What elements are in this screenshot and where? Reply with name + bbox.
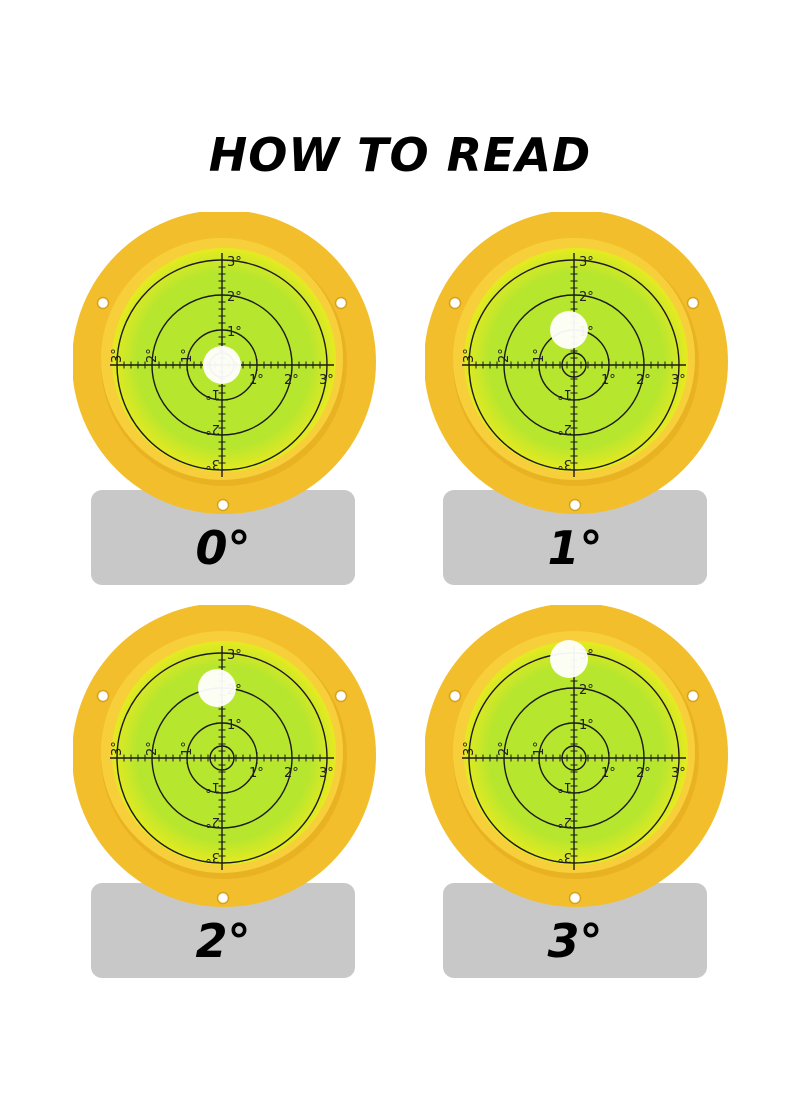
scale-label-left: 2°: [145, 348, 160, 363]
scale-label-left: 1°: [532, 348, 547, 363]
mounting-hole: [216, 498, 230, 512]
scale-label-top: 3°: [227, 255, 242, 270]
level-bubble: [550, 311, 588, 349]
scale-label-left: 2°: [145, 741, 160, 756]
scale-label-top: 2°: [227, 290, 242, 305]
scale-label-top: 2°: [579, 683, 594, 698]
scale-label-right: 3°: [671, 373, 686, 388]
level-bubble: [198, 669, 236, 707]
scale-label-right: 3°: [319, 766, 334, 781]
scale-label-left: 3°: [462, 741, 477, 756]
vial-face: [464, 248, 688, 472]
bullseye-level-gauge: 1°1°1°1°2°2°2°2°3°3°3°3°: [425, 212, 728, 514]
vial-face: [112, 641, 336, 865]
scale-label-top: 1°: [227, 718, 242, 733]
bullseye-level-gauge: 1°1°1°1°2°2°2°2°3°3°3°3°: [73, 605, 376, 907]
page-title: HOW TO READ: [208, 128, 592, 182]
mounting-hole: [568, 891, 582, 905]
scale-label-bottom: 3°: [205, 456, 220, 471]
scale-label-right: 2°: [636, 373, 651, 388]
scale-label-left: 2°: [497, 348, 512, 363]
reading-label: 2°: [195, 914, 251, 968]
mounting-hole: [334, 689, 348, 703]
scale-label-bottom: 1°: [205, 779, 220, 794]
scale-label-right: 1°: [249, 373, 264, 388]
reading-label: 3°: [547, 914, 603, 968]
scale-label-bottom: 3°: [557, 849, 572, 864]
scale-label-left: 3°: [462, 348, 477, 363]
scale-label-bottom: 2°: [205, 814, 220, 829]
level-panel-1: 1° 1°1°1°1°2°2°2°2°3°3°3°3°: [425, 212, 735, 592]
scale-label-right: 1°: [601, 373, 616, 388]
scale-label-top: 3°: [579, 255, 594, 270]
scale-label-right: 3°: [671, 766, 686, 781]
scale-label-top: 1°: [579, 718, 594, 733]
level-panel-3: 3° 1°1°1°1°2°2°2°2°3°3°3°3°: [425, 605, 735, 985]
scale-label-right: 1°: [249, 766, 264, 781]
scale-label-bottom: 2°: [205, 421, 220, 436]
scale-label-right: 2°: [636, 766, 651, 781]
mounting-hole: [448, 689, 462, 703]
scale-label-bottom: 2°: [557, 421, 572, 436]
scale-label-right: 1°: [601, 766, 616, 781]
bullseye-level-gauge: 1° 1° 1° 1° 2° 2° 2° 2° 3° 3° 3° 3°: [73, 212, 376, 514]
bullseye-level-gauge: 1°1°1°1°2°2°2°2°3°3°3°3°: [425, 605, 728, 907]
scale-label-left: 3°: [110, 741, 125, 756]
scale-label-top: 1°: [227, 325, 242, 340]
scale-label-bottom: 3°: [557, 456, 572, 471]
scale-label-left: 1°: [180, 741, 195, 756]
mounting-hole: [96, 689, 110, 703]
vial-face: [464, 641, 688, 865]
mounting-hole: [334, 296, 348, 310]
mounting-hole: [568, 498, 582, 512]
level-panel-2: 2° 1°1°1°1°2°2°2°2°3°3°3°3°: [73, 605, 383, 985]
mounting-hole: [96, 296, 110, 310]
scale-label-left: 2°: [497, 741, 512, 756]
scale-label-right: 2°: [284, 373, 299, 388]
scale-label-bottom: 1°: [557, 386, 572, 401]
scale-label-left: 3°: [110, 348, 125, 363]
mounting-hole: [686, 689, 700, 703]
level-bubble: [550, 640, 588, 678]
mounting-hole: [448, 296, 462, 310]
reading-label: 1°: [547, 521, 603, 575]
scale-label-top: 3°: [227, 648, 242, 663]
level-panel-0: 0° 1° 1° 1° 1° 2° 2° 2° 2° 3° 3° 3° 3°: [73, 212, 383, 592]
scale-label-bottom: 3°: [205, 849, 220, 864]
level-bubble: [203, 346, 241, 384]
reading-label: 0°: [195, 521, 251, 575]
scale-label-bottom: 2°: [557, 814, 572, 829]
scale-label-bottom: 1°: [205, 386, 220, 401]
scale-label-top: 2°: [579, 290, 594, 305]
mounting-hole: [216, 891, 230, 905]
scale-label-left: 1°: [532, 741, 547, 756]
scale-label-right: 3°: [319, 373, 334, 388]
scale-label-bottom: 1°: [557, 779, 572, 794]
mounting-hole: [686, 296, 700, 310]
scale-label-left: 1°: [180, 348, 195, 363]
scale-label-right: 2°: [284, 766, 299, 781]
